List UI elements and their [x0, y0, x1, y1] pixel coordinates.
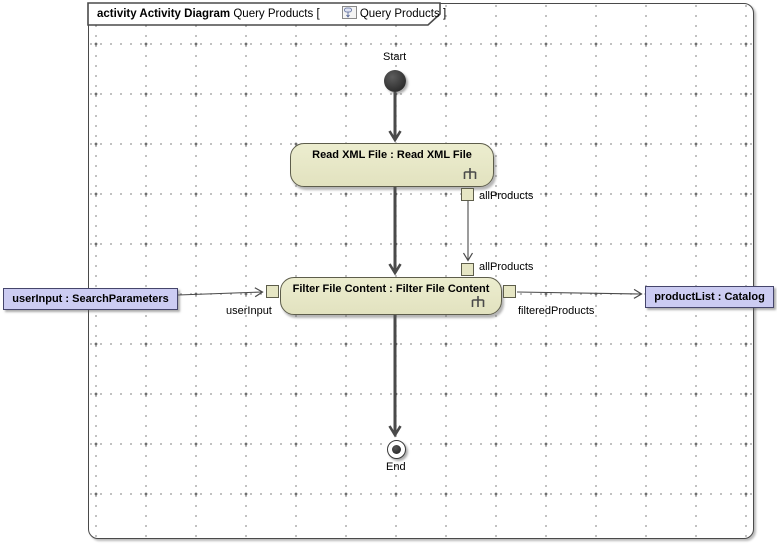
- end-node-inner-dot: [392, 445, 401, 454]
- start-node-label: Start: [383, 51, 407, 63]
- pin-filteredproducts[interactable]: [503, 285, 516, 298]
- param-node-productlist-label: productList : Catalog: [654, 291, 765, 303]
- frame-title-name: Query Products: [233, 8, 314, 20]
- read-xml-file-action-label: Read XML File : Read XML File: [312, 149, 472, 161]
- start-node[interactable]: [384, 70, 406, 92]
- pin-allproducts-input-label: allProducts: [479, 261, 534, 273]
- param-node-userinput-label: userInput : SearchParameters: [12, 293, 169, 305]
- pin-allproducts-output-label: allProducts: [479, 190, 534, 202]
- frame-title-context: Query Products: [359, 8, 440, 20]
- pin-allproducts-output[interactable]: [461, 188, 474, 201]
- activity-diagram-icon: [323, 0, 357, 34]
- activity-frame[interactable]: [88, 3, 754, 539]
- filter-file-content-action-label: Filter File Content : Filter File Conten…: [292, 283, 490, 295]
- frame-title-keyword: activity Activity Diagram: [97, 8, 231, 20]
- pin-userinput-label: userInput: [226, 305, 272, 317]
- filter-file-content-action[interactable]: Filter File Content : Filter File Conten…: [280, 277, 502, 315]
- pin-allproducts-input[interactable]: [461, 263, 474, 276]
- rake-icon: [471, 296, 485, 311]
- pin-userinput[interactable]: [266, 285, 279, 298]
- end-node[interactable]: [387, 440, 406, 459]
- frame-title[interactable]: activity Activity Diagram Query Products…: [97, 6, 446, 22]
- rake-icon: [463, 168, 477, 183]
- read-xml-file-action[interactable]: Read XML File : Read XML File: [290, 143, 494, 187]
- frame-title-open-bracket: [: [316, 8, 320, 20]
- param-node-userinput[interactable]: userInput : SearchParameters: [3, 288, 178, 310]
- param-node-productlist[interactable]: productList : Catalog: [645, 286, 774, 308]
- end-node-label: End: [386, 461, 406, 473]
- pin-filteredproducts-label: filteredProducts: [518, 305, 595, 317]
- frame-title-close-bracket: ]: [442, 8, 447, 20]
